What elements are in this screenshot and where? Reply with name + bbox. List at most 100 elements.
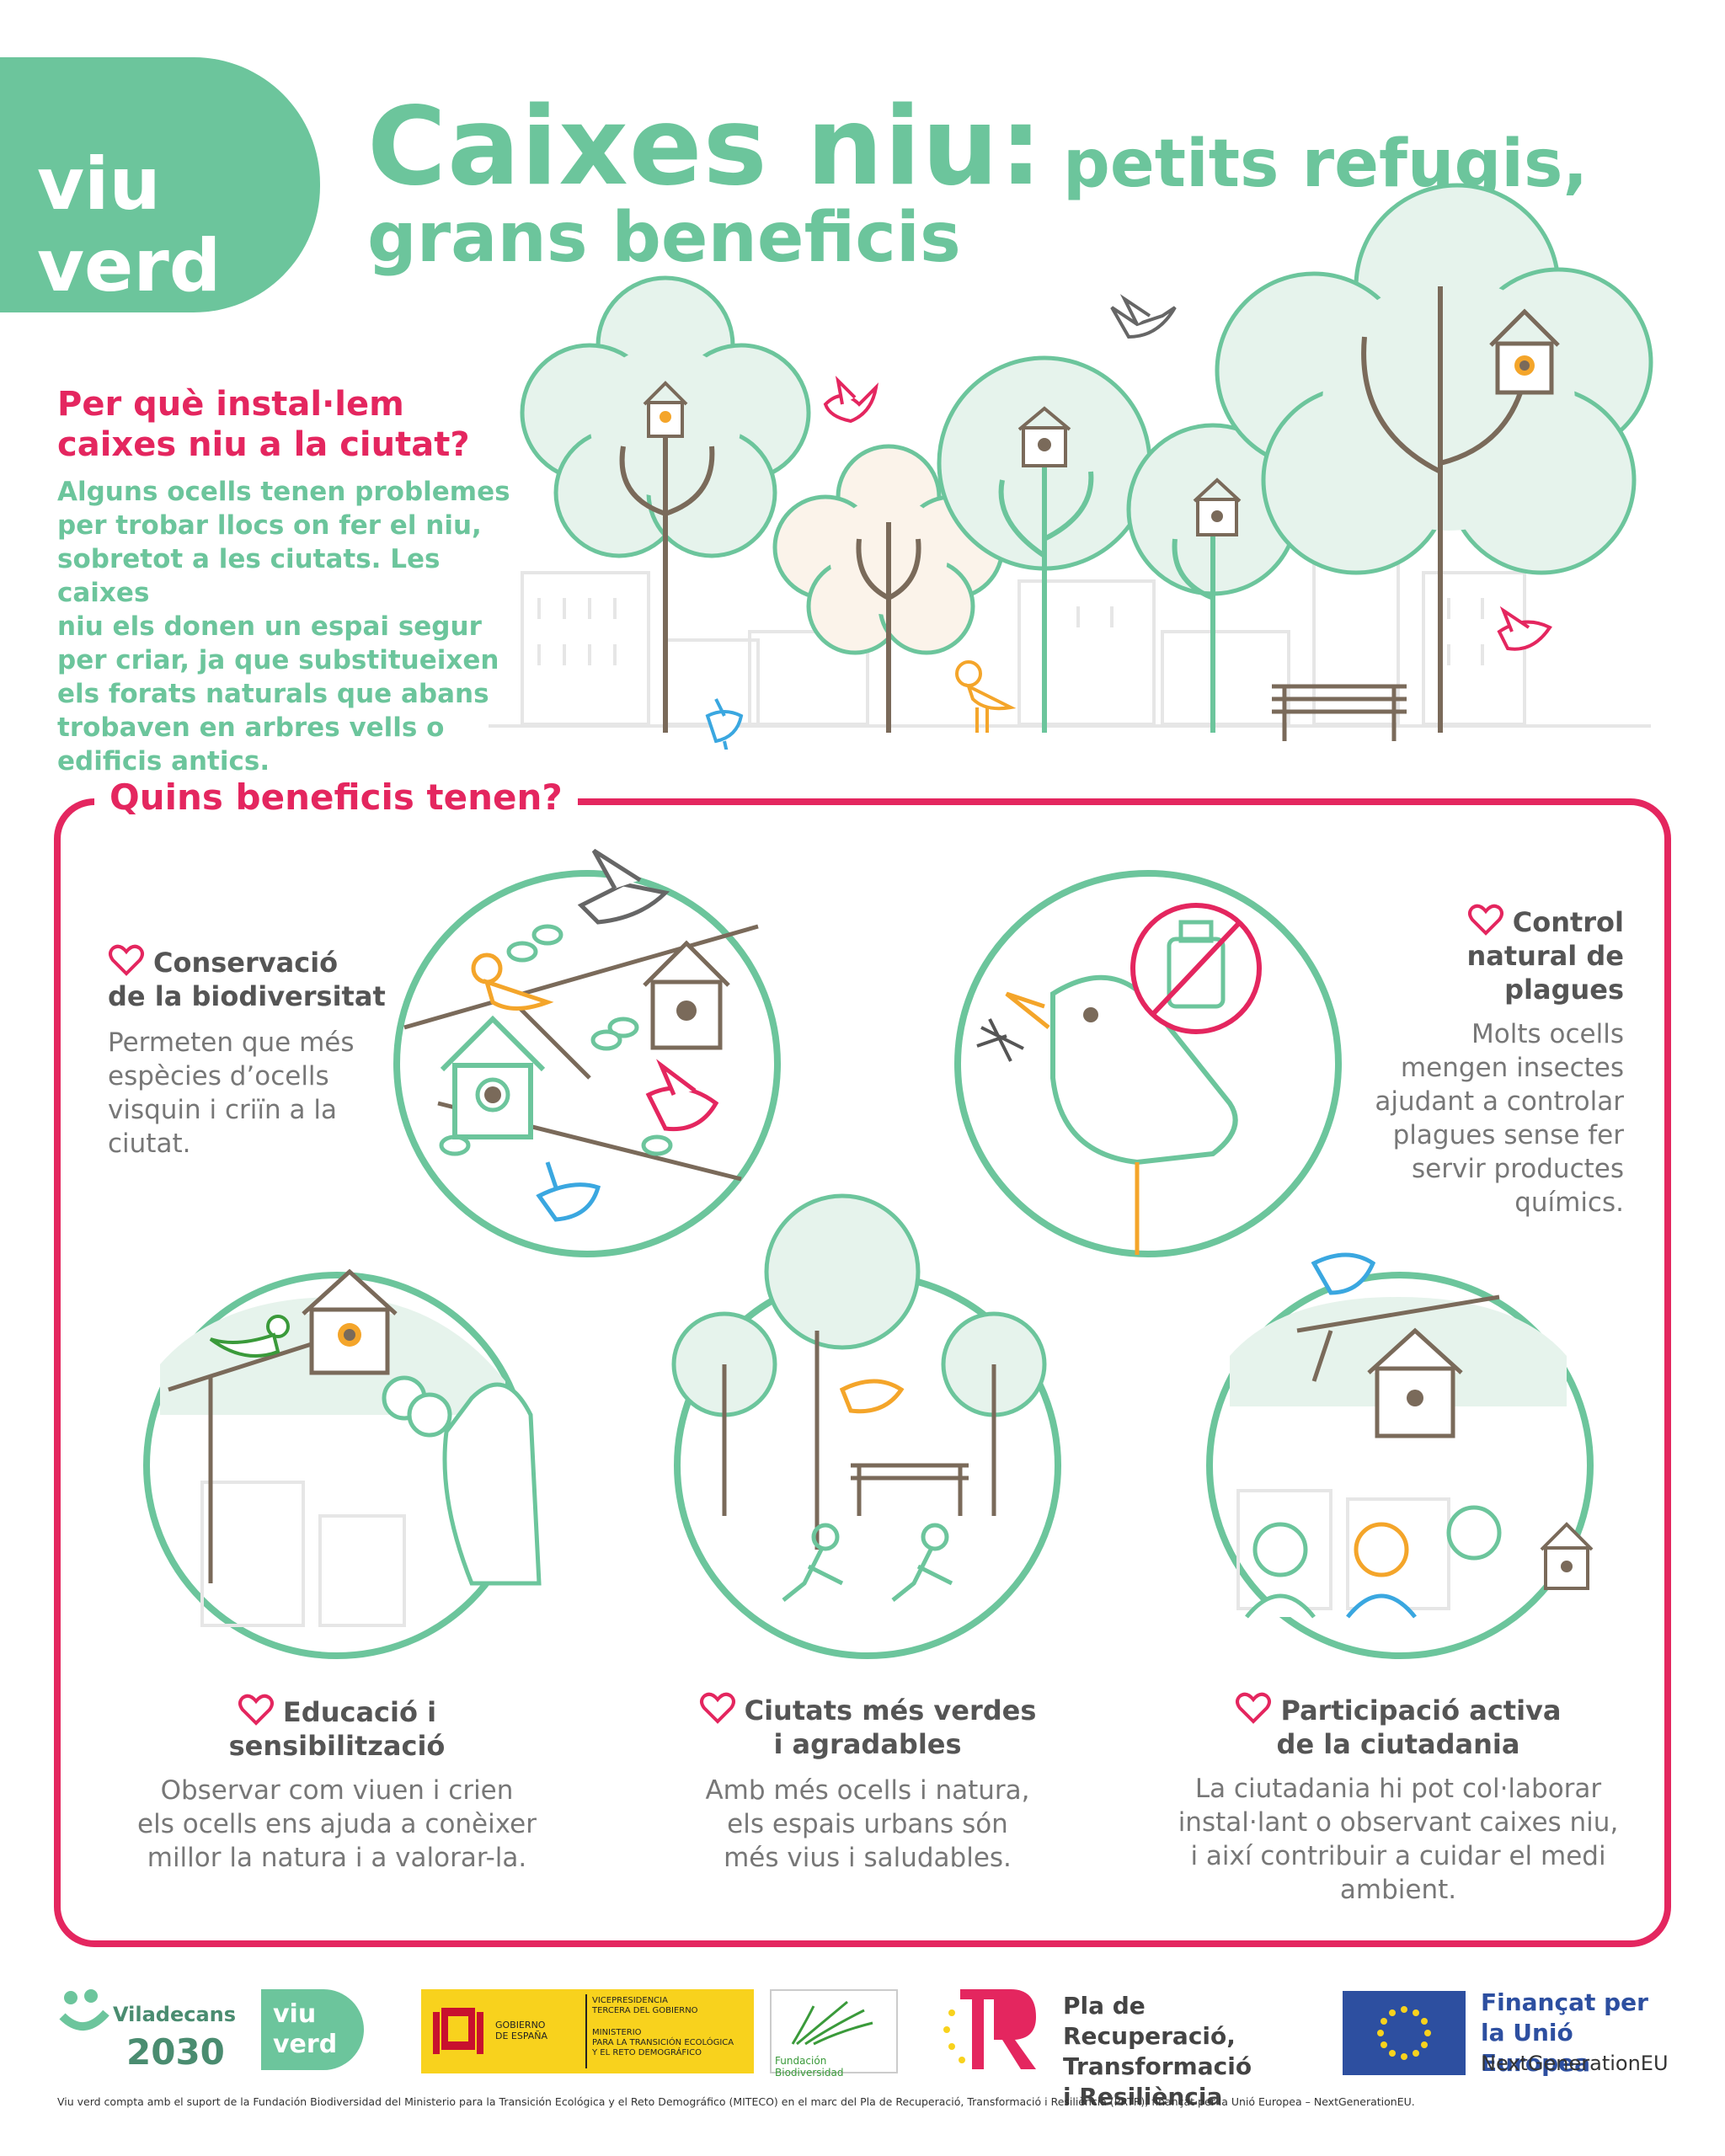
gobierno-logo: GOBIERNO DE ESPAÑA VICEPRESIDENCIA TERCE…: [421, 1989, 754, 2073]
benefit-participation-title: Participació activa de la ciutadania: [1162, 1691, 1634, 1761]
birdhouse-icon: [643, 940, 730, 1050]
heart-icon: [238, 1694, 274, 1726]
intro-line: trobaven en arbres vells o: [57, 712, 445, 743]
title-line: Control: [1512, 906, 1624, 938]
footnote: Viu verd compta amb el suport de la Fund…: [57, 2095, 1415, 2108]
min-line: Y EL RETO DEMOGRÁFICO: [592, 2048, 702, 2057]
title-line: sensibilització: [228, 1730, 446, 1762]
viu-verd-small-logo: viu verd: [261, 1989, 364, 2070]
heart-icon: [1236, 1692, 1272, 1724]
birdhouse-icon: [1489, 308, 1560, 395]
benefit-participation-text: La ciutadania hi pot col·laborar instal·…: [1146, 1772, 1651, 1907]
text-line: instal·lant o observant caixes niu,: [1178, 1807, 1619, 1838]
text-line: Permeten que més: [108, 1027, 355, 1058]
bird-orange-icon: [955, 660, 1017, 733]
page-title: Caixes niu:: [367, 84, 1044, 210]
title-line: de la biodiversitat: [108, 980, 386, 1012]
text-line: més vius i saludables.: [724, 1843, 1012, 1873]
viladecans-2030-logo: Viladecans 2030: [59, 1988, 253, 2080]
intro-heading-line: caixes niu a la ciutat?: [57, 425, 470, 464]
plan-line: i Resiliència: [1063, 2083, 1223, 2111]
park-illustration: [489, 183, 1653, 750]
heart-icon: [1467, 904, 1503, 936]
bird-pink-icon: [823, 376, 879, 424]
verd-label: verd: [273, 2030, 338, 2059]
tree-2: [772, 444, 1005, 733]
fundacion-biodiversidad-logo: Fundación Biodiversidad: [770, 1989, 898, 2079]
bird-orange-icon: [839, 1379, 905, 1414]
prtr-label: Pla de Recuperació, Transformació i Resi…: [1063, 1991, 1314, 2112]
bird-gray-icon: [1110, 294, 1177, 339]
text-line: Molts ocells: [1471, 1019, 1624, 1049]
bird-blue-icon: [1311, 1252, 1376, 1295]
nextgen-label: NextGenerationEU: [1481, 2052, 1669, 2075]
text-line: visquin i criïn a la: [108, 1095, 337, 1125]
birdhouse-icon: [1367, 1327, 1463, 1438]
bench-icon: [851, 1463, 969, 1516]
plan-line: Transformació: [1063, 2052, 1252, 2080]
tab-line-2: verd: [37, 224, 222, 308]
text-line: els ocells ens ajuda a conèixer: [137, 1809, 537, 1839]
bird-blue-icon: [705, 698, 744, 750]
runner-icon: [782, 1523, 953, 1602]
text-line: ajudant a controlar: [1375, 1086, 1624, 1117]
text-line: químics.: [1514, 1187, 1624, 1218]
benefits-frame: [54, 798, 1671, 1947]
prtr-mark-icon: [943, 1989, 1036, 2069]
text-line: mengen insectes: [1400, 1053, 1624, 1083]
benefit-cities-text: Amb més ocells i natura, els espais urba…: [640, 1774, 1095, 1875]
text-line: espècies d’ocells: [108, 1061, 329, 1091]
page-subtitle-2: grans beneficis: [367, 198, 961, 278]
heart-icon: [109, 944, 144, 976]
fundacion-label: Fundación Biodiversidad: [775, 2055, 844, 2079]
benefit-cities-title: Ciutats més verdes i agradables: [640, 1691, 1095, 1761]
benefit-conservation-title: Conservació de la biodiversitat: [108, 943, 386, 1013]
pest-control-illustration: [954, 870, 1342, 1257]
grass-icon: [791, 2000, 873, 2046]
bird-pink-icon: [645, 1059, 719, 1132]
birdhouse-icon: [643, 381, 688, 438]
bench-icon: [1272, 684, 1407, 741]
text-line: i així contribuir a cuidar el medi: [1190, 1841, 1606, 1871]
text-line: Observar com viuen i crien: [160, 1775, 514, 1806]
greener-cities-illustration: [671, 1193, 1061, 1659]
text-line: La ciutadania hi pot col·laborar: [1194, 1774, 1602, 1804]
eu-line: la Unió Europea: [1481, 2019, 1591, 2077]
text-line: servir productes: [1412, 1154, 1624, 1184]
tab-line-1: viu: [37, 142, 161, 227]
heart-icon: [699, 1692, 735, 1724]
intro-line: niu els donen un espai segur: [57, 611, 482, 642]
text-line: millor la natura i a valorar-la.: [147, 1843, 527, 1873]
title-line: Educació i: [282, 1696, 437, 1728]
bird-pink-2-icon: [1497, 606, 1552, 651]
plan-line: Pla de Recuperació,: [1063, 1992, 1236, 2050]
title-line: Conservació: [153, 947, 339, 979]
min-line: PARA LA TRANSICIÓN ECOLÓGICA: [592, 2038, 734, 2047]
text-line: ambient.: [1339, 1875, 1457, 1905]
intro-heading: Per què instal·lem caixes niu a la ciuta…: [57, 384, 529, 465]
prtr-logo: Pla de Recuperació, Transformació i Resi…: [927, 1979, 1314, 2111]
tree-5: [1215, 183, 1653, 733]
vice-line: VICEPRESIDENCIA: [592, 1996, 668, 2005]
bird-gray-icon: [577, 848, 670, 925]
page-subtitle-1: petits refugis,: [1063, 126, 1589, 202]
bird-green-icon: [209, 1315, 290, 1358]
intro-line: Alguns ocells tenen problemes: [57, 477, 510, 507]
viu-verd-tab: viu verd: [0, 57, 320, 312]
conservation-illustration: [393, 848, 781, 1257]
vice-line: TERCERA DEL GOBIERNO: [592, 2006, 698, 2015]
benefit-control-title: Control natural de plagues: [1466, 903, 1624, 1006]
education-illustration: [143, 1268, 542, 1659]
title-line: i agradables: [773, 1728, 962, 1760]
eu-flag-icon: [1343, 1991, 1466, 2075]
intro-paragraph: Alguns ocells tenen problemes per trobar…: [57, 475, 529, 778]
coat-of-arms-icon: [433, 2008, 483, 2054]
text-line: Amb més ocells i natura,: [705, 1775, 1030, 1806]
viladecans-symbol-icon: [59, 1989, 109, 2031]
birdhouse-icon: [302, 1268, 398, 1375]
bird-orange-icon: [471, 953, 554, 1011]
text-line: els espais urbans són: [727, 1809, 1008, 1839]
viladecans-label: Viladecans: [113, 2003, 237, 2026]
intro-line: sobretot a les ciutats. Les caixes: [57, 544, 441, 608]
birdhouse-icon: [1017, 406, 1071, 467]
